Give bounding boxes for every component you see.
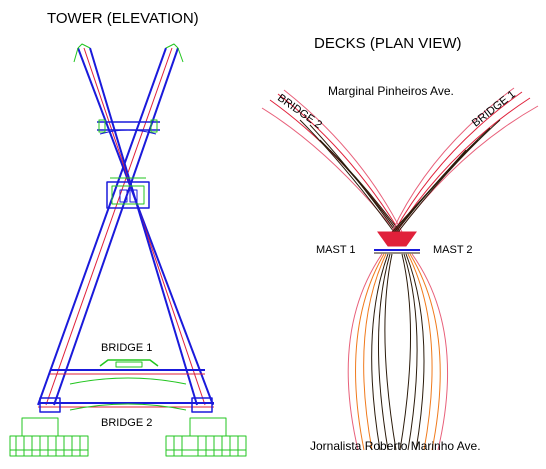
tower-left-leg bbox=[37, 47, 179, 406]
mast-1-label: MAST 1 bbox=[316, 244, 356, 256]
deck-bridge-2-upper-fan bbox=[261, 89, 403, 233]
tower-bridge-2-deck bbox=[38, 397, 214, 413]
decks-plan-view bbox=[261, 87, 539, 451]
tower-elevation bbox=[9, 43, 247, 457]
tower-top-tips bbox=[73, 43, 184, 63]
decks-title: DECKS (PLAN VIEW) bbox=[314, 35, 462, 52]
deck-lower-left-fan bbox=[347, 253, 397, 451]
tower-upper-beam bbox=[97, 119, 160, 135]
tower-right-leg bbox=[77, 47, 214, 406]
mast-2-label: MAST 2 bbox=[433, 244, 473, 256]
top-road-label: Marginal Pinheiros Ave. bbox=[328, 84, 454, 98]
tower-title: TOWER (ELEVATION) bbox=[47, 10, 199, 27]
deck-crossing bbox=[374, 231, 420, 254]
deck-bridge-1-upper-fan bbox=[391, 87, 539, 233]
tower-foundation-left bbox=[9, 417, 89, 457]
bottom-road-label: Jornalista Roberto Marinho Ave. bbox=[310, 439, 481, 453]
tower-bridge-1-deck bbox=[50, 359, 205, 385]
tower-bridge-1-label: BRIDGE 1 bbox=[101, 342, 153, 354]
tower-foundation-right bbox=[165, 417, 247, 457]
tower-crossing-node bbox=[106, 177, 150, 209]
deck-lower-right-fan bbox=[399, 253, 449, 451]
tower-bridge-2-label: BRIDGE 2 bbox=[101, 417, 153, 429]
